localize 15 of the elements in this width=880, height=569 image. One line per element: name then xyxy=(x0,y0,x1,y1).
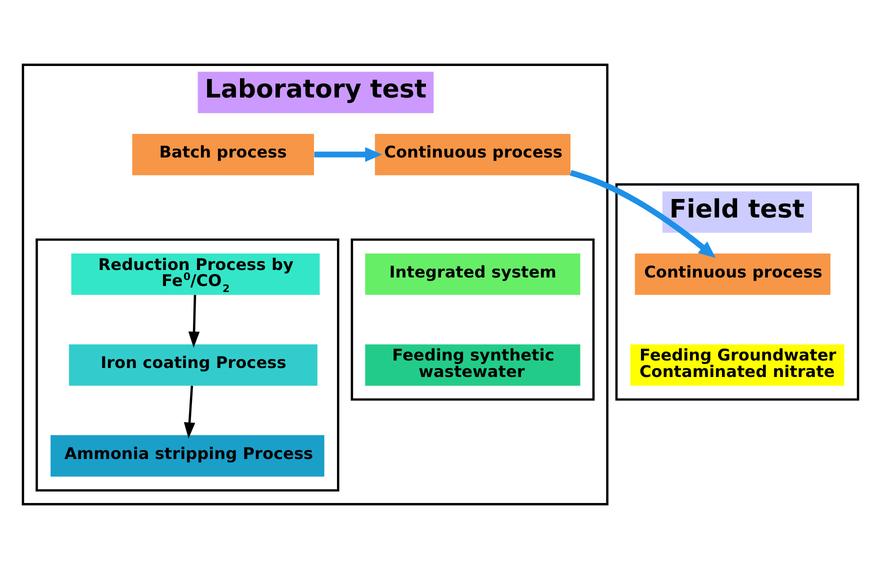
node-box: Batch process xyxy=(132,134,314,176)
node-box: Feeding synthetic wastewater xyxy=(364,344,580,386)
node-box: Integrated system xyxy=(364,253,580,295)
node-box: Feeding Groundwater Contaminated nitrate xyxy=(630,344,844,386)
arrow xyxy=(183,386,195,439)
node-box: Reduction Process by Fe$^{0}$/CO$_{2}$ xyxy=(70,253,320,295)
arrow xyxy=(314,147,382,162)
node-box: Ammonia stripping Process xyxy=(50,435,324,477)
cluster xyxy=(350,238,594,401)
cluster xyxy=(35,238,339,492)
arrow xyxy=(569,170,716,258)
node-box: Iron coating Process xyxy=(68,344,317,386)
node-box: Continuous process xyxy=(374,134,570,176)
node-box: Continuous process xyxy=(634,253,830,295)
arrow xyxy=(188,294,200,348)
